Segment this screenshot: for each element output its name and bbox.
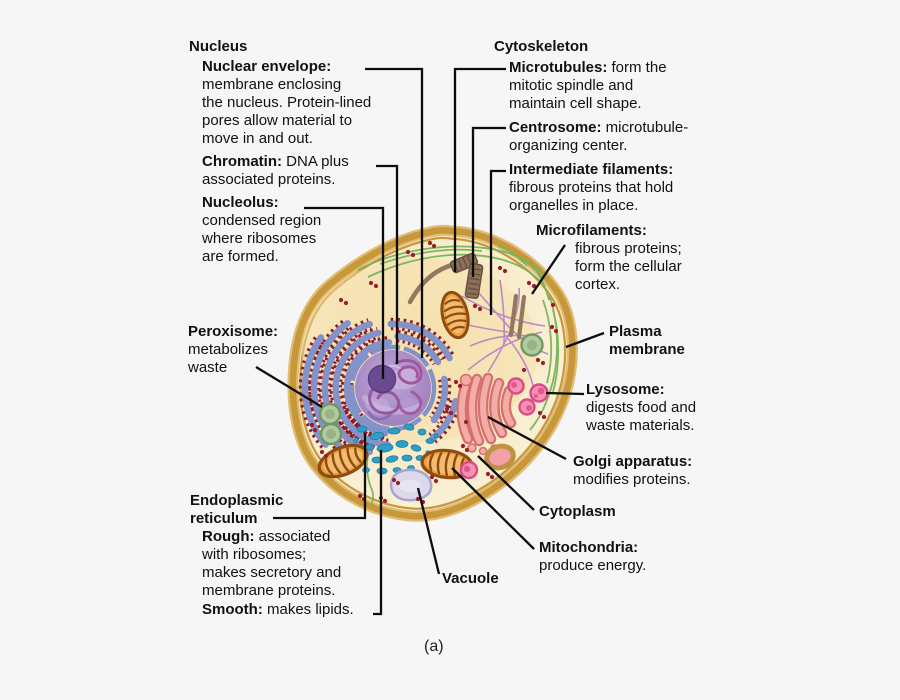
nuclear-envelope-desc: membrane enclosing the nucleus. Protein-… — [202, 76, 372, 147]
label-plasma-membrane: Plasma membrane — [609, 323, 685, 359]
nucleus-shape — [349, 344, 437, 432]
line-er — [273, 433, 367, 520]
endosome-shape — [484, 443, 516, 471]
label-centrosome: Centrosome: microtubule- organizing cent… — [509, 119, 688, 155]
line-centrosome — [471, 126, 506, 277]
er-header-term: Endoplasmic reticulum — [190, 492, 284, 527]
rough-er-term: Rough: — [202, 528, 255, 545]
smooth-er-shape — [353, 423, 439, 475]
vacuole-term: Vacuole — [442, 570, 499, 587]
line-golgi — [487, 415, 567, 461]
mitochondrion-shape-left — [317, 443, 369, 479]
peroxisome-desc: metabolizes waste — [188, 341, 269, 376]
label-lysosome: Lysosome:digests food and waste material… — [586, 381, 696, 435]
nucleus-header: Nucleus — [189, 38, 247, 56]
peroxisome-shape — [318, 333, 544, 446]
lysosome-shape — [459, 377, 549, 480]
label-microtubules: Microtubules: form the mitotic spindle a… — [509, 59, 667, 113]
nuclear-envelope-term: Nuclear envelope: — [202, 58, 332, 75]
microfilaments-term: Microfilaments: — [536, 222, 647, 239]
label-golgi: Golgi apparatus:modifies proteins. — [573, 453, 692, 489]
microfilaments-shape — [357, 245, 560, 507]
label-peroxisome: Peroxisome:metabolizes waste — [188, 323, 278, 377]
cytoplasm-term: Cytoplasm — [539, 503, 616, 520]
label-connector-lines — [255, 67, 605, 616]
intermediate-filaments-desc: fibrous proteins that hold organelles in… — [509, 179, 674, 214]
label-microfilaments: Microfilaments:fibrous proteins; form th… — [536, 222, 682, 294]
line-cytoplasm — [477, 455, 535, 511]
label-smooth-er: Smooth: makes lipids. — [202, 601, 354, 619]
chromatin-desc: DNA plus associated proteins. — [202, 153, 349, 188]
lysosome-term: Lysosome: — [586, 381, 665, 398]
line-lysosome — [545, 391, 585, 396]
microtubules-desc: form the mitotic spindle and maintain ce… — [509, 59, 667, 112]
mitochondrion-shape-bottom — [420, 448, 474, 480]
label-chromatin: Chromatin: DNA plus associated proteins. — [202, 153, 349, 189]
line-vacuole — [416, 487, 441, 575]
microtubules-term: Microtubules: — [509, 59, 608, 76]
line-plasma-membrane — [565, 331, 605, 349]
peroxisome-term: Peroxisome: — [188, 323, 279, 340]
golgi-desc: modifies proteins. — [573, 471, 691, 488]
label-mitochondria: Mitochondria:produce energy. — [539, 539, 646, 575]
chromatin-term: Chromatin: — [202, 153, 282, 170]
mitochondria-term: Mitochondria: — [539, 539, 639, 556]
line-nucleolus — [304, 206, 385, 379]
label-rough-er: Rough: associated with ribosomes; makes … — [202, 528, 341, 600]
label-nuclear-envelope: Nuclear envelope:membrane enclosing the … — [202, 58, 371, 148]
vacuole-shape — [389, 468, 433, 502]
line-peroxisome — [255, 366, 323, 408]
golgi-shape — [456, 372, 517, 456]
label-vacuole: Vacuole — [442, 570, 499, 588]
nucleus-header-term: Nucleus — [189, 38, 248, 55]
lysosome-desc: digests food and waste materials. — [586, 399, 697, 434]
label-cytoplasm: Cytoplasm — [539, 503, 616, 521]
line-mitochondria — [451, 467, 535, 550]
rough-er-desc: associated with ribosomes; makes secreto… — [202, 528, 342, 599]
line-intermediate-filaments — [489, 169, 506, 315]
golgi-term: Golgi apparatus: — [573, 453, 693, 470]
label-intermediate-filaments: Intermediate filaments:fibrous proteins … — [509, 161, 673, 215]
cytoskeleton-header: Cytoskeleton — [494, 38, 588, 56]
centrosome-desc: microtubule- organizing center. — [509, 119, 689, 154]
line-chromatin — [376, 164, 399, 364]
cytoskeleton-header-term: Cytoskeleton — [494, 38, 589, 55]
line-microfilaments — [531, 244, 566, 295]
line-microtubules — [453, 67, 506, 272]
intermediate-filaments-term: Intermediate filaments: — [509, 161, 674, 178]
microfilaments-desc: fibrous proteins; form the cellular cort… — [575, 240, 682, 293]
label-nucleolus: Nucleolus:condensed region where ribosom… — [202, 194, 321, 266]
label-er-header: Endoplasmic reticulum — [190, 492, 283, 528]
smooth-er-term: Smooth: — [202, 601, 263, 618]
plasma-membrane-term: Plasma membrane — [609, 323, 685, 358]
mitochondria-desc: produce energy. — [539, 557, 647, 574]
smooth-er-desc: makes lipids. — [262, 601, 354, 618]
nucleolus-desc: condensed region where ribosomes are for… — [202, 212, 322, 265]
line-smooth-er — [373, 450, 383, 616]
centrosome-term: Centrosome: — [509, 119, 602, 136]
line-nuclear-envelope — [365, 67, 424, 358]
nucleolus-term: Nucleolus: — [202, 194, 279, 211]
figure-caption: (a) — [424, 638, 444, 655]
mitochondrion-shape-top — [440, 290, 470, 340]
